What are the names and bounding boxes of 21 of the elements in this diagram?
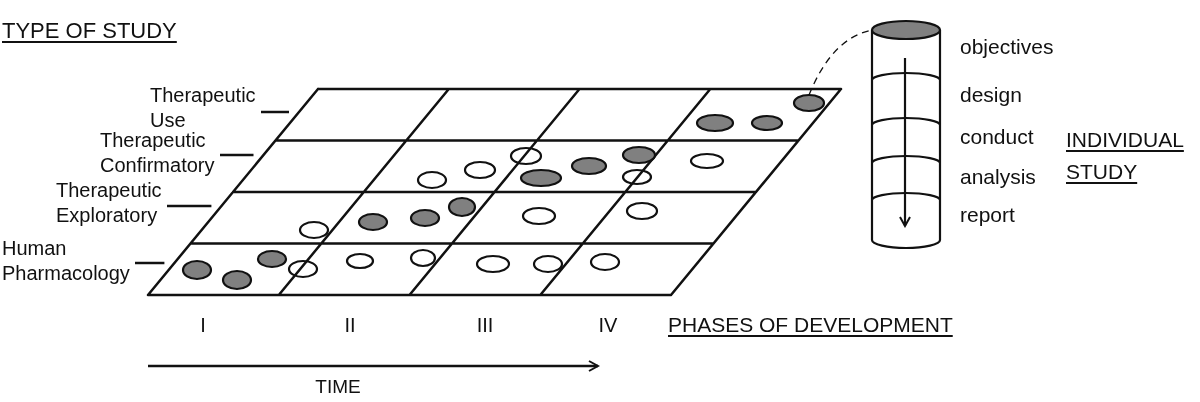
phase-label: I: [200, 313, 206, 337]
stage-label: design: [960, 82, 1022, 108]
stage-label: conduct: [960, 124, 1034, 150]
axis-label: TIME: [315, 376, 361, 398]
stage-label: report: [960, 202, 1015, 228]
row-label: Therapeutic Exploratory: [56, 178, 163, 228]
phase-label: II: [344, 313, 356, 337]
section-title: INDIVIDUAL STUDY: [1066, 127, 1185, 185]
row-label: Human Pharmacology: [2, 236, 131, 286]
phase-label: IV: [598, 313, 618, 337]
leader-line: [135, 261, 165, 265]
leader-line: [167, 204, 212, 208]
axis-title: PHASES OF DEVELOPMENT: [668, 313, 953, 338]
phase-label: III: [476, 313, 494, 337]
stage-label: objectives: [960, 34, 1054, 60]
filled-oval-icon: [792, 93, 826, 113]
leader-line: [220, 153, 254, 157]
leader-line: [261, 110, 289, 114]
stage-label: analysis: [960, 164, 1036, 190]
axis-title: TYPE OF STUDY: [2, 18, 177, 44]
cylinder: [870, 19, 942, 250]
